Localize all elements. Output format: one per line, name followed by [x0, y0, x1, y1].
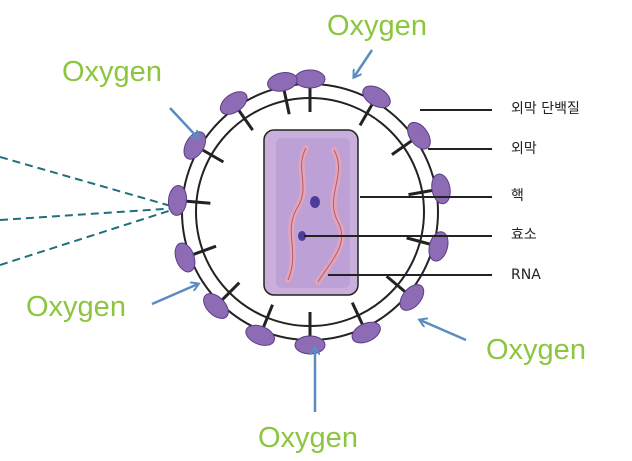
label-envelope-protein: 외막 단백질 [511, 102, 580, 116]
oxygen-label-bottom: Oxygen [258, 424, 358, 453]
dashed-line [0, 208, 178, 265]
label-rna: RNA [511, 268, 541, 282]
oxygen-label-right: Oxygen [486, 336, 586, 365]
label-outer-membrane: 외막 [511, 142, 537, 156]
dashed-line [0, 208, 178, 220]
arrow-lower-right [420, 320, 466, 340]
label-enzyme: 효소 [511, 228, 537, 242]
label-nucleus: 핵 [511, 189, 524, 203]
arrow-upper-left [170, 108, 198, 138]
oxygen-label-top: Oxygen [327, 12, 427, 41]
envelope-protein-spike [295, 70, 325, 88]
dashed-lines [0, 157, 178, 265]
envelope-protein-spike [295, 336, 325, 354]
arrow-top [354, 50, 372, 77]
oxygen-label-upper-left: Oxygen [62, 58, 162, 87]
dashed-line [0, 157, 178, 208]
arrow-lower-left [152, 284, 198, 304]
enzyme-dot [310, 196, 320, 208]
oxygen-label-left: Oxygen [26, 293, 126, 322]
